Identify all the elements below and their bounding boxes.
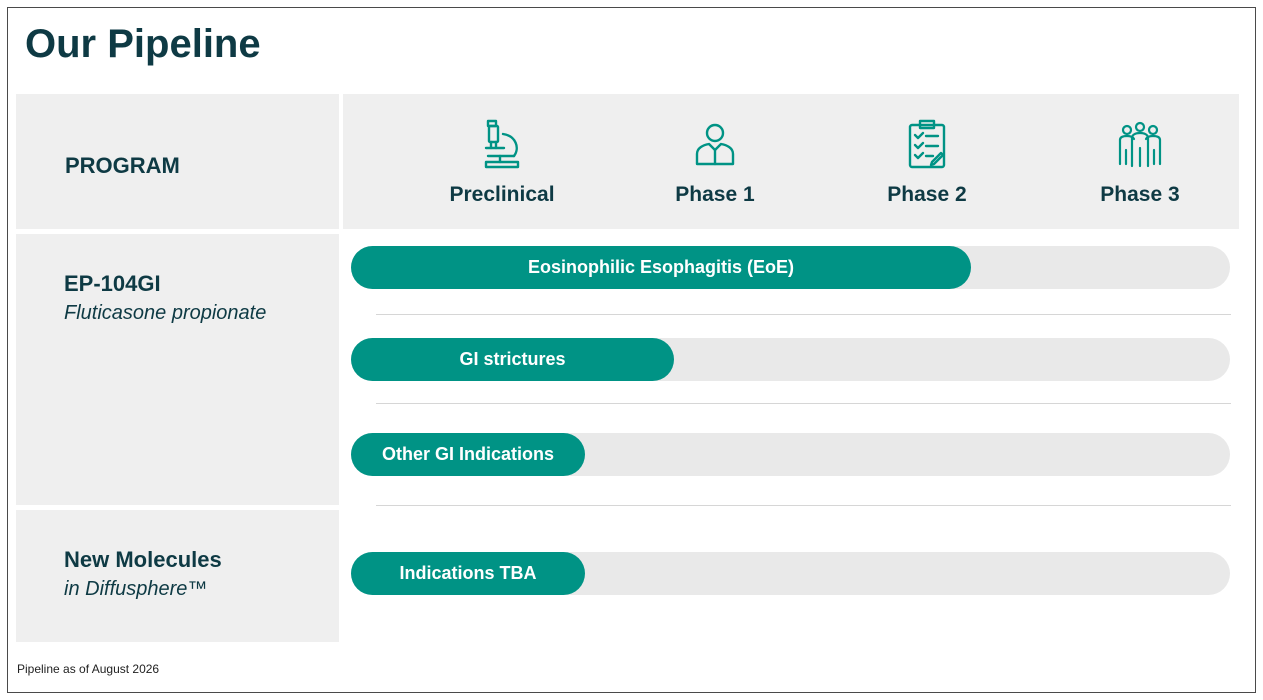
program-panel-ep-104gi	[16, 234, 339, 505]
indication-label: Other GI Indications	[381, 444, 555, 464]
row-divider	[376, 505, 1231, 506]
person-icon	[695, 123, 735, 166]
stage-label-phase-2: Phase 2	[887, 183, 967, 206]
footnote: Pipeline as of August 2026	[17, 662, 160, 676]
clipboard-icon	[908, 119, 946, 169]
stage-label-phase-1: Phase 1	[675, 183, 755, 206]
pipeline-track: Other GI Indications	[351, 433, 1230, 476]
program-header-panel	[16, 94, 339, 229]
row-divider	[376, 403, 1231, 404]
group-icon	[1118, 121, 1162, 168]
stage-label-phase-3: Phase 3	[1100, 183, 1180, 206]
program-subtitle: Fluticasone propionate	[64, 302, 267, 324]
indication-label: Eosinophilic Esophagitis (EoE)	[527, 257, 795, 277]
program-name: EP-104GI	[64, 271, 161, 296]
page-title: Our Pipeline	[25, 22, 261, 66]
progress-bar: Indications TBA	[351, 552, 585, 595]
stage-label-preclinical: Preclinical	[449, 183, 555, 206]
row-divider	[376, 314, 1231, 315]
microscope-icon	[484, 119, 520, 169]
program-panel-new-molecules	[16, 510, 339, 642]
progress-bar: Eosinophilic Esophagitis (EoE)	[351, 246, 971, 289]
program-subtitle: in Diffusphere™	[64, 578, 208, 600]
pipeline-track: Indications TBA	[351, 552, 1230, 595]
program-name: New Molecules	[64, 547, 222, 572]
slide-frame	[7, 7, 1256, 693]
program-column-header: PROGRAM	[65, 153, 180, 178]
progress-bar: GI strictures	[351, 338, 674, 381]
progress-bar: Other GI Indications	[351, 433, 585, 476]
pipeline-track: GI strictures	[351, 338, 1230, 381]
pipeline-track: Eosinophilic Esophagitis (EoE)	[351, 246, 1230, 289]
indication-label: GI strictures	[459, 349, 566, 369]
indication-label: Indications TBA	[399, 563, 537, 583]
